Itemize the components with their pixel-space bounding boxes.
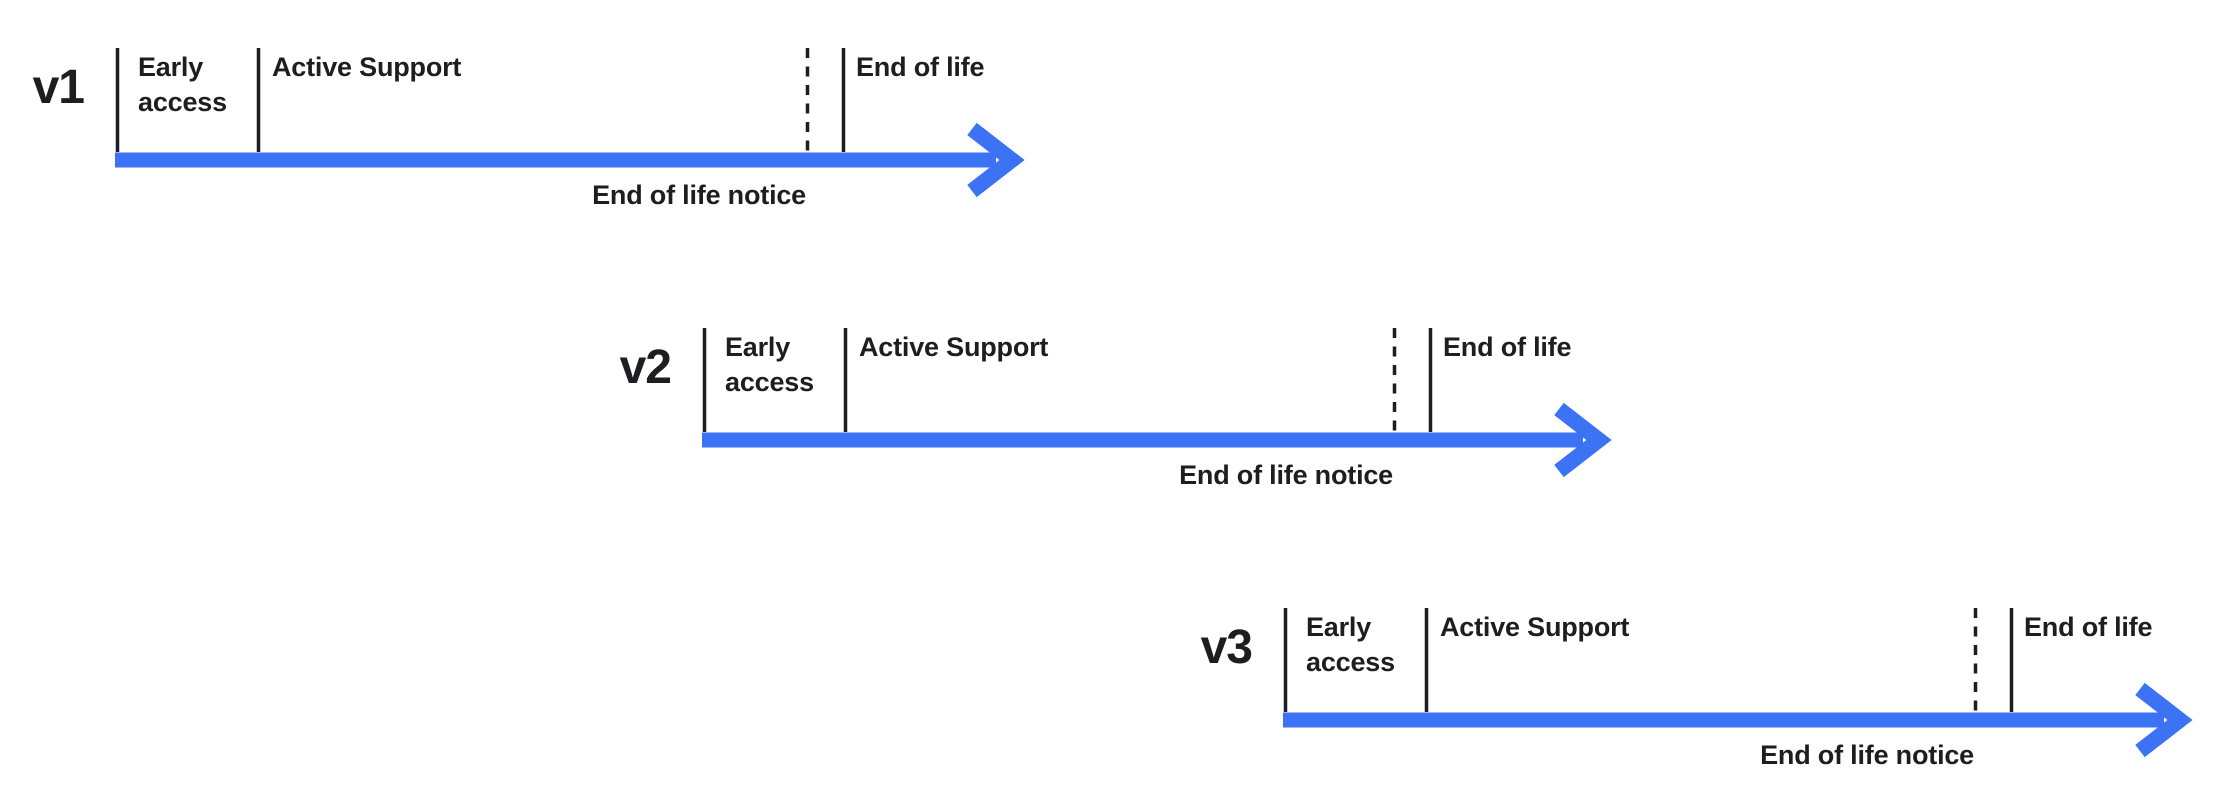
- phase-label-end-of-life: End of life: [1443, 332, 1572, 362]
- end-of-life-notice-label: End of life notice: [1179, 460, 1393, 490]
- phase-label-active-support: Active Support: [859, 332, 1049, 362]
- phase-label-end-of-life: End of life: [856, 52, 985, 82]
- version-label-v1: v1: [32, 61, 85, 114]
- end-of-life-notice-label: End of life notice: [592, 180, 806, 210]
- timeline-v2: v2 Early access Active Support End of li…: [593, 328, 1613, 498]
- phase-label-active-support: Active Support: [1440, 612, 1630, 642]
- phase-label-end-of-life: End of life: [2024, 612, 2153, 642]
- timeline-track-v3: [1283, 608, 2193, 758]
- timeline-v1: v1 Early access Active Support End of li…: [6, 48, 1026, 218]
- timeline-track-v1: [115, 48, 1025, 198]
- timeline-arrowhead-icon: [1554, 402, 1612, 478]
- timeline-v3: v3 Early access Active Support End of li…: [1174, 608, 2194, 778]
- end-of-life-notice-label: End of life notice: [1760, 740, 1974, 770]
- version-label-v3: v3: [1200, 621, 1253, 674]
- version-label-v2: v2: [619, 341, 672, 394]
- timeline-arrowhead-icon: [967, 122, 1025, 198]
- phase-label-active-support: Active Support: [272, 52, 462, 82]
- phase-label-early-access: Early access: [138, 52, 227, 117]
- phase-label-early-access: Early access: [725, 332, 814, 397]
- timeline-track-v2: [702, 328, 1612, 478]
- timeline-arrowhead-icon: [2135, 682, 2193, 758]
- phase-label-early-access: Early access: [1306, 612, 1395, 677]
